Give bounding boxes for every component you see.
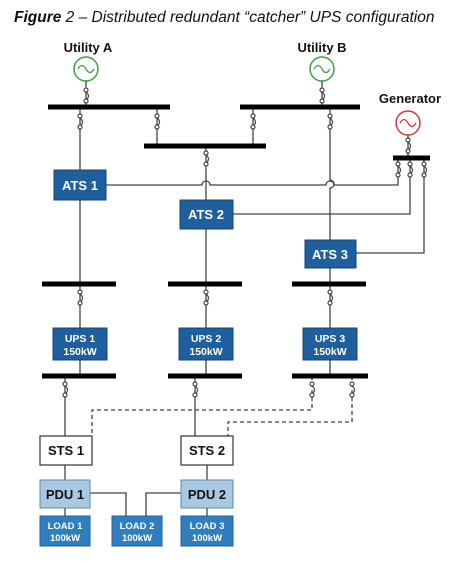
breaker-icon xyxy=(349,381,356,398)
ups-2: UPS 2 150kW xyxy=(178,327,234,361)
load-3: LOAD 3 100kW xyxy=(180,515,234,547)
caption-prefix: Figure xyxy=(14,9,62,26)
breaker-icons xyxy=(62,87,428,398)
load-1-rating: 100kW xyxy=(50,533,80,544)
sts-1-label: STS 1 xyxy=(48,443,84,458)
breaker-icon xyxy=(77,289,84,306)
breaker-icon xyxy=(83,87,90,104)
ups-2-name: UPS 2 xyxy=(191,333,222,345)
ats-3-label: ATS 3 xyxy=(312,247,348,262)
breaker-icon xyxy=(407,161,414,178)
breaker-icon xyxy=(327,289,334,306)
breaker-icon xyxy=(327,113,334,130)
ups-1: UPS 1 150kW xyxy=(52,327,108,361)
sts-1: STS 1 xyxy=(39,435,93,466)
pdu-2: PDU 2 xyxy=(180,479,234,509)
load-3-rating: 100kW xyxy=(192,533,222,544)
buses xyxy=(42,104,430,379)
pdu-1-label: PDU 1 xyxy=(46,487,84,502)
breaker-icon xyxy=(154,113,161,130)
utility-a-label: Utility A xyxy=(64,40,113,55)
ups-1-name: UPS 1 xyxy=(65,333,96,345)
breaker-icon xyxy=(395,161,402,178)
breaker-icon xyxy=(192,381,199,398)
ups-3-name: UPS 3 xyxy=(315,333,346,345)
load-1-name: LOAD 1 xyxy=(48,521,84,532)
breaker-icon xyxy=(421,161,428,178)
utility-b-label: Utility B xyxy=(297,40,346,55)
sts-2-label: STS 2 xyxy=(189,443,225,458)
utility-b-source-icon xyxy=(309,56,335,82)
pdu-1: PDU 1 xyxy=(39,479,91,509)
ups-3-rating: 150kW xyxy=(313,346,346,358)
figure-caption: Figure 2 – Distributed redundant “catche… xyxy=(14,9,434,26)
caption-number: 2 xyxy=(61,9,74,26)
ats-2: ATS 2 xyxy=(179,199,234,230)
breaker-icon xyxy=(405,137,412,154)
load-2-name: LOAD 2 xyxy=(120,521,155,532)
load-2: LOAD 2 100kW xyxy=(111,515,163,547)
sts-2: STS 2 xyxy=(180,435,234,466)
ups-1-rating: 150kW xyxy=(63,346,96,358)
breaker-icon xyxy=(319,87,326,104)
load-2-rating: 100kW xyxy=(122,533,152,544)
ats-3: ATS 3 xyxy=(304,239,357,269)
ats-1: ATS 1 xyxy=(53,169,107,201)
load-1: LOAD 1 100kW xyxy=(39,515,91,547)
pdu-2-label: PDU 2 xyxy=(188,487,226,502)
breaker-icon xyxy=(62,381,69,398)
breaker-icon xyxy=(309,381,316,398)
ats-2-label: ATS 2 xyxy=(188,207,224,222)
ups-3: UPS 3 150kW xyxy=(302,327,358,361)
utility-a-source-icon xyxy=(73,56,99,82)
breaker-icon xyxy=(250,113,257,130)
ats-1-label: ATS 1 xyxy=(62,178,98,193)
generator-source-icon xyxy=(395,110,421,136)
breaker-icon xyxy=(77,113,84,130)
breaker-icon xyxy=(203,289,210,306)
ups-2-rating: 150kW xyxy=(189,346,222,358)
load-3-name: LOAD 3 xyxy=(190,521,225,532)
caption-text: – Distributed redundant “catcher” UPS co… xyxy=(74,9,434,26)
breaker-icon xyxy=(203,150,210,167)
generator-label: Generator xyxy=(379,91,441,106)
